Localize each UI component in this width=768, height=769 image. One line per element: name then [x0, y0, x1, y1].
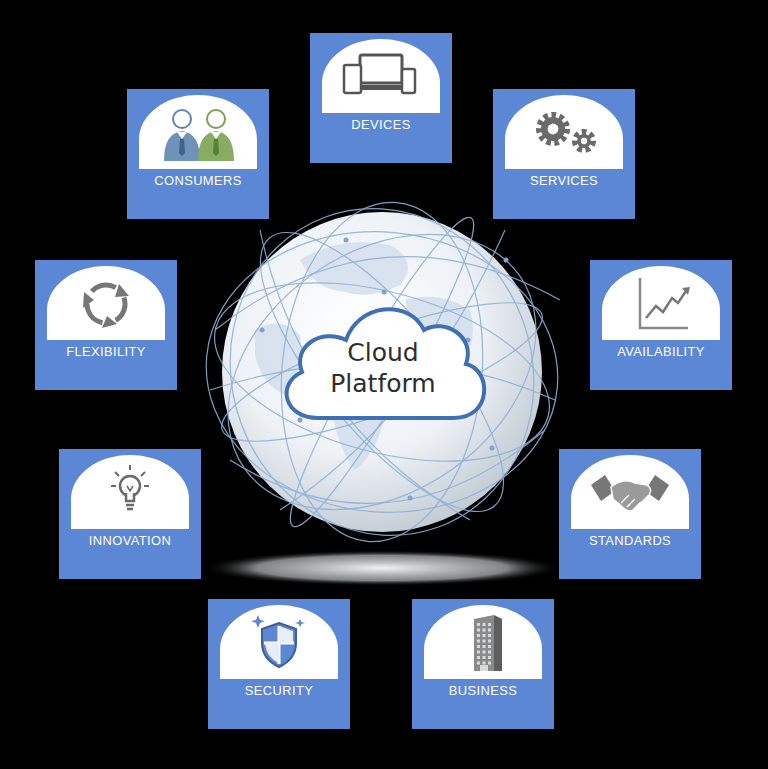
feature-box: SECURITY — [208, 599, 350, 729]
feature-box: FLEXIBILITY — [35, 260, 177, 390]
availability-icon — [602, 266, 720, 340]
feature-label: CONSUMERS — [127, 171, 269, 191]
feature-label: INNOVATION — [59, 531, 201, 551]
icon-dome — [47, 266, 165, 340]
globe-dots — [260, 238, 509, 501]
flexibility-icon — [47, 266, 165, 340]
globe-shadow — [202, 550, 562, 586]
services-icon — [505, 95, 623, 169]
standards-icon — [571, 455, 689, 529]
icon-dome — [71, 455, 189, 529]
icon-dome — [505, 95, 623, 169]
icon-dome — [139, 95, 257, 169]
feature-box: CONSUMERS — [127, 89, 269, 219]
feature-box: BUSINESS — [412, 599, 554, 729]
feature-box: AVAILABILITY — [590, 260, 732, 390]
cloud-node: Cloud Platform — [272, 290, 494, 426]
security-icon — [220, 605, 338, 679]
feature-box: STANDARDS — [559, 449, 701, 579]
globe-wireframe — [176, 166, 589, 579]
feature-label: STANDARDS — [559, 531, 701, 551]
feature-label: SERVICES — [493, 171, 635, 191]
feature-box: DEVICES — [310, 33, 452, 163]
feature-label: FLEXIBILITY — [35, 342, 177, 362]
business-icon — [424, 605, 542, 679]
feature-label: BUSINESS — [412, 681, 554, 701]
icon-dome — [424, 605, 542, 679]
feature-label: DEVICES — [310, 115, 452, 135]
feature-label: SECURITY — [208, 681, 350, 701]
devices-icon — [322, 39, 440, 113]
cloud-label: Cloud Platform — [313, 337, 453, 399]
icon-dome — [322, 39, 440, 113]
feature-box: INNOVATION — [59, 449, 201, 579]
feature-box: SERVICES — [493, 89, 635, 219]
icon-dome — [220, 605, 338, 679]
icon-dome — [602, 266, 720, 340]
cloud-shape — [287, 309, 485, 418]
icon-dome — [571, 455, 689, 529]
feature-label: AVAILABILITY — [590, 342, 732, 362]
innovation-icon — [71, 455, 189, 529]
consumers-icon — [139, 95, 257, 169]
